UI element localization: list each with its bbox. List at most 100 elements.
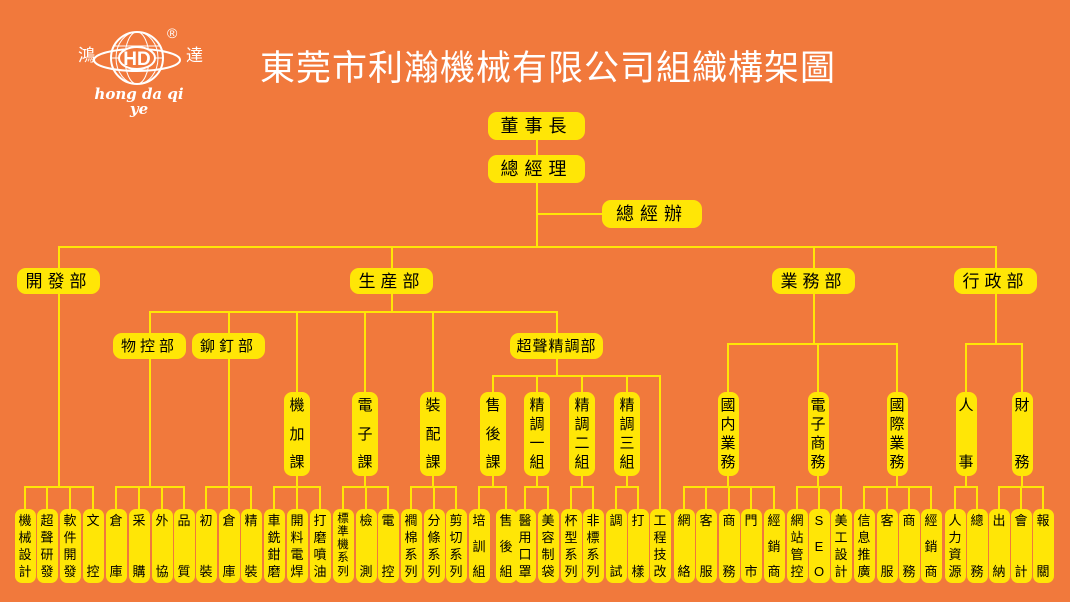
connector-line — [812, 293, 815, 345]
connector-line — [535, 139, 538, 156]
connector-line — [24, 486, 94, 488]
node-team: 倉庫 — [105, 509, 127, 583]
connector-line — [954, 486, 978, 488]
connector-line — [57, 246, 60, 269]
connector-line — [228, 486, 230, 510]
node-team: 電控 — [377, 509, 399, 583]
connector-line — [536, 375, 538, 393]
connector-line — [505, 486, 507, 510]
connector-line — [555, 358, 558, 377]
node-team: 美容制袋 — [537, 509, 559, 583]
connector-line — [183, 486, 185, 510]
node-team: 網絡 — [673, 509, 695, 583]
connector-line — [615, 486, 639, 488]
connector-line — [390, 293, 393, 313]
node-section-intl: 國際業務 — [886, 392, 908, 476]
connector-line — [863, 486, 932, 488]
connector-line — [896, 343, 898, 393]
logo-monogram: HD — [123, 49, 150, 70]
connector-line — [954, 486, 956, 510]
node-team: 會計 — [1010, 509, 1032, 583]
connector-line — [555, 311, 558, 334]
connector-line — [46, 486, 48, 510]
logo-left-character: 鴻 — [78, 46, 95, 65]
connector-line — [319, 486, 321, 510]
node-team: 標準機系列 — [332, 509, 354, 583]
connector-line — [92, 486, 94, 510]
connector-line — [138, 486, 140, 510]
connector-line — [492, 375, 661, 377]
node-team: 開料電焊 — [286, 509, 308, 583]
connector-line — [24, 486, 26, 510]
node-section-tuning-2: 精調二組 — [569, 392, 595, 476]
node-team: 經銷商 — [763, 509, 785, 583]
connector-line — [863, 486, 865, 510]
connector-line — [161, 486, 163, 510]
connector-line — [1020, 486, 1022, 510]
node-team: 出納 — [988, 509, 1010, 583]
connector-line — [342, 486, 344, 510]
node-team: 車銑鉗磨 — [263, 509, 285, 583]
connector-line — [750, 486, 752, 510]
connector-line — [115, 486, 185, 488]
connector-line — [227, 311, 230, 334]
connector-line — [492, 375, 494, 393]
connector-line — [637, 486, 639, 510]
node-team: 美工設計 — [830, 509, 852, 583]
connector-line — [205, 486, 207, 510]
connector-line — [727, 343, 898, 345]
connector-line — [965, 343, 1023, 345]
node-team: 文控 — [82, 509, 104, 583]
connector-line — [57, 293, 60, 488]
connector-line — [976, 486, 978, 510]
connector-line — [965, 343, 967, 393]
globe-logo-icon: HD ® — [93, 26, 181, 85]
node-subdept-ultrasonic: 超聲精調部 — [510, 333, 603, 359]
node-team: 商務 — [718, 509, 740, 583]
node-dept-development: 開發部 — [17, 268, 100, 294]
node-section-tuning-3: 精調三組 — [614, 392, 640, 476]
node-team: 初裝 — [195, 509, 217, 583]
connector-line — [659, 376, 661, 510]
node-team: 工程技改 — [649, 509, 671, 583]
connector-line — [796, 486, 798, 510]
connector-line — [812, 246, 815, 269]
connector-line — [994, 293, 997, 345]
connector-line — [1042, 486, 1044, 510]
node-team: 調試 — [605, 509, 627, 583]
node-team: 客服 — [695, 509, 717, 583]
node-team: 非標系列 — [582, 509, 604, 583]
node-section-electronics: 電子課 — [352, 392, 378, 476]
connector-line — [570, 486, 572, 510]
node-section-hr: 人事 — [955, 392, 977, 476]
connector-line — [840, 486, 842, 510]
node-dept-business: 業務部 — [772, 268, 855, 294]
node-team: 售後組 — [495, 509, 517, 583]
connector-line — [57, 246, 997, 248]
node-dept-admin: 行政部 — [954, 268, 1037, 294]
connector-line — [227, 358, 230, 488]
connector-line — [148, 358, 151, 488]
connector-line — [455, 486, 457, 510]
node-team: 外協 — [151, 509, 173, 583]
connector-line — [69, 486, 71, 510]
node-team: 襇棉系列 — [400, 509, 422, 583]
node-team: 培訓組 — [468, 509, 490, 583]
connector-line — [390, 246, 393, 269]
node-team: 采購 — [128, 509, 150, 583]
connector-line — [296, 486, 298, 510]
node-subdept-rivet: 鉚釘部 — [192, 333, 265, 359]
node-team: 商務 — [898, 509, 920, 583]
connector-line — [930, 486, 932, 510]
connector-line — [296, 311, 298, 393]
node-team: 信息推廣 — [853, 509, 875, 583]
connector-line — [410, 486, 412, 510]
connector-line — [626, 375, 628, 393]
connector-line — [908, 486, 910, 510]
connector-line — [524, 486, 526, 510]
node-general-manager: 總經理 — [488, 155, 585, 183]
node-team: 品質 — [173, 509, 195, 583]
node-subdept-material: 物控部 — [113, 333, 186, 359]
